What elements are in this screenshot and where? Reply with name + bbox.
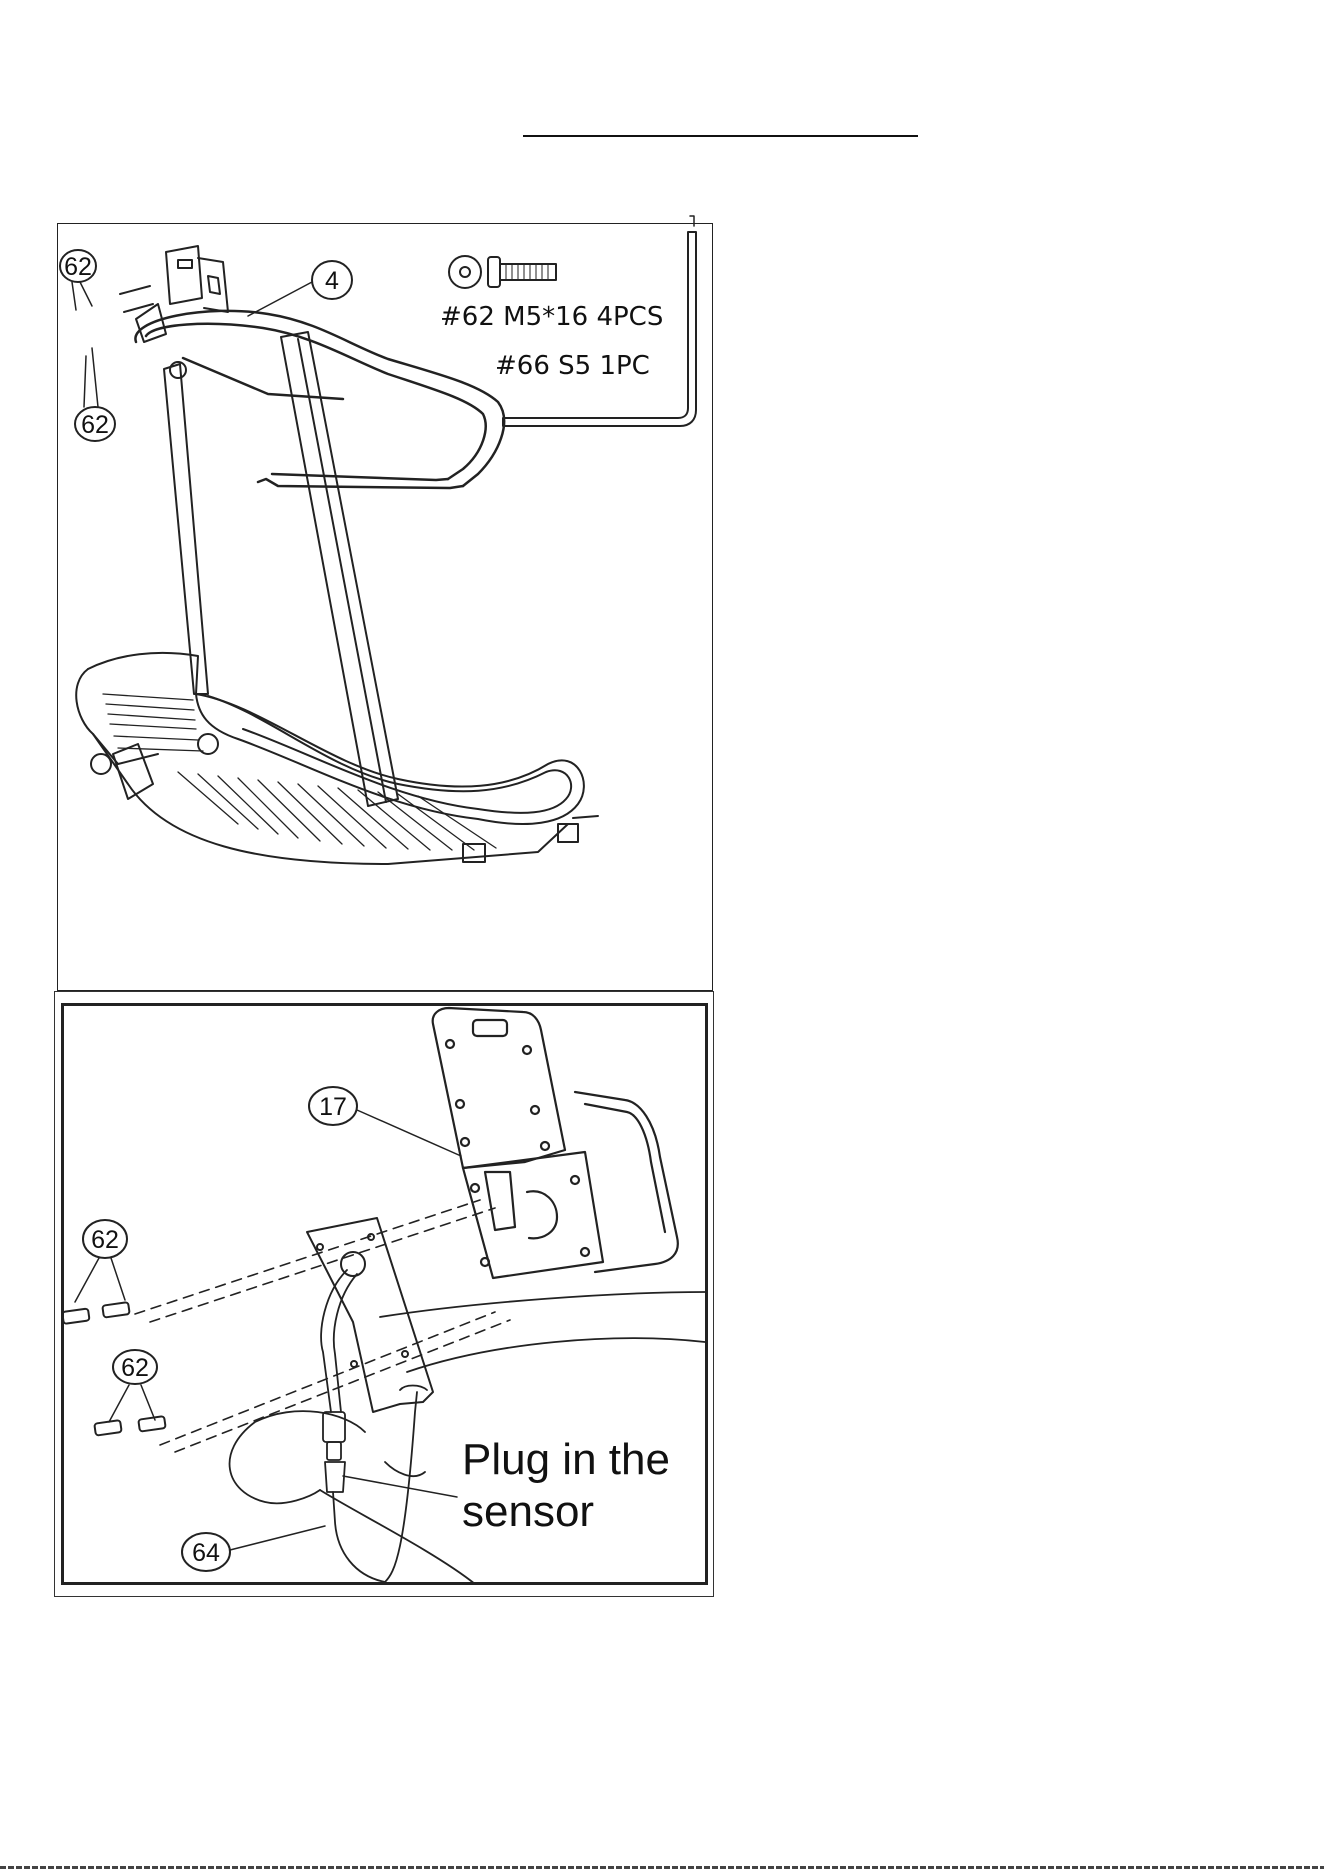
console-wiring-detail-diagram: 17 62 62 64 Plug in the sensor — [54, 991, 714, 1597]
sensor-cable-drawing — [321, 1270, 427, 1582]
console-drawing — [433, 1008, 678, 1278]
bolt-spec-label: #62 M5*16 4PCS — [440, 302, 663, 332]
mounting-plate-drawing — [307, 1218, 433, 1412]
callout-62-upper: 62 — [60, 250, 96, 310]
console-detail-drawing: 17 62 62 64 Plug in the sensor — [55, 992, 713, 1596]
callout-62-lower-text: 62 — [81, 411, 109, 439]
treadmill-deck-drawing — [76, 653, 598, 864]
plug-label-line2: sensor — [462, 1487, 594, 1536]
treadmill-drawing: 62 62 4 #62 M5*16 4PCS #66 S5 1PC — [58, 224, 712, 990]
callout-62-upper-detail: 62 — [75, 1220, 127, 1302]
callout-17-text: 17 — [319, 1093, 347, 1121]
uprights-drawing — [164, 332, 398, 806]
title-underline — [523, 135, 918, 137]
wrench-spec-label: #66 S5 1PC — [495, 351, 650, 381]
bolt-icon — [488, 257, 556, 287]
callout-62-upper-detail-text: 62 — [91, 1226, 119, 1254]
console-bracket-drawing — [120, 246, 228, 342]
handrail-drawing — [135, 311, 504, 488]
callout-62-lower: 62 — [75, 348, 115, 441]
callout-62-lower-detail-text: 62 — [121, 1354, 149, 1382]
callout-62-lower-detail: 62 — [109, 1350, 157, 1422]
callout-4: 4 — [248, 261, 352, 316]
plug-label-line1: Plug in the — [462, 1435, 670, 1484]
page-bottom-rule — [0, 1866, 1324, 1869]
callout-4-text: 4 — [325, 267, 339, 295]
callout-64: 64 — [182, 1526, 325, 1571]
hardware-legend: #62 M5*16 4PCS #66 S5 1PC — [440, 216, 696, 426]
callout-62-upper-text: 62 — [64, 253, 92, 281]
washer-icon — [449, 256, 481, 288]
callout-17: 17 — [309, 1087, 461, 1156]
callout-64-text: 64 — [192, 1539, 220, 1567]
treadmill-overview-diagram: 62 62 4 #62 M5*16 4PCS #66 S5 1PC — [57, 223, 713, 991]
washer-hole-icon — [460, 267, 470, 277]
plug-label-leader — [343, 1476, 457, 1497]
